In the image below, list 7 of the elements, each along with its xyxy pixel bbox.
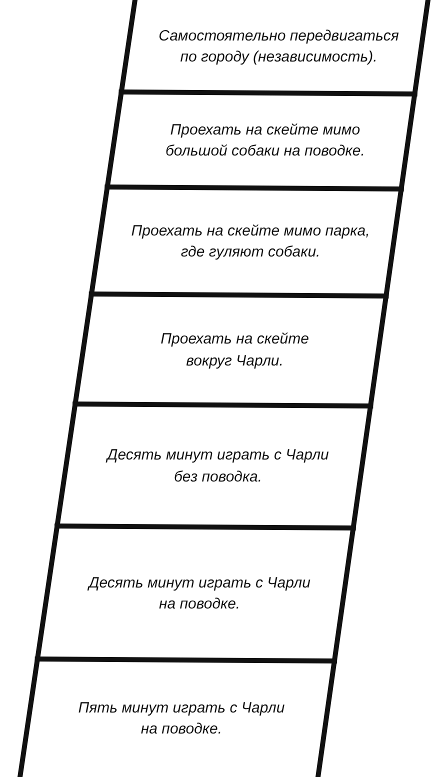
step-text: Самостоятельно передвигаться по городу (независимость). [148,24,409,68]
step-text: Проехать на скейте мимо большой собаки на поводке. [155,118,376,162]
step-text: Десять минут играть с Чарли без поводка. [98,444,338,488]
step-text: Десять минут играть с Чарли на поводке. [80,572,320,616]
step-text: Пять минут играть с Чарли на поводке. [71,696,292,740]
step-text: Проехать на скейте мимо парка, где гуляют собаки. [130,220,371,264]
step-text: Проехать на скейте вокруг Чарли. [160,328,310,372]
